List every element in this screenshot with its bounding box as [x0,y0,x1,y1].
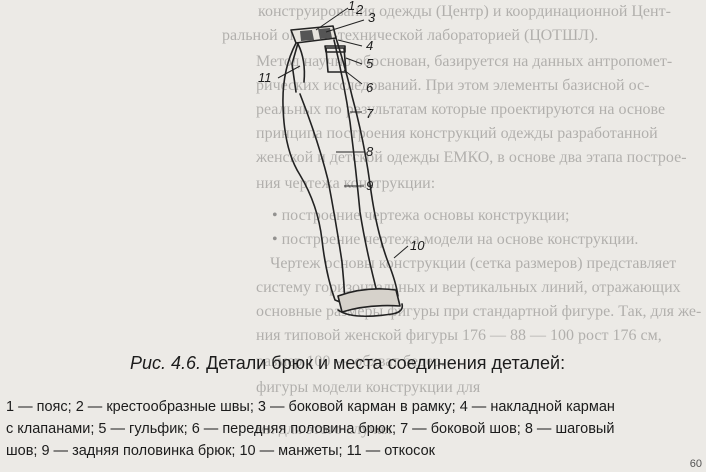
fly [297,43,306,83]
bleed-line: ния чертежа конструкции: [256,175,436,192]
back-outline [335,37,399,297]
leader-line [345,57,363,65]
shoe [337,303,404,318]
bleed-line: принципа построения конструкций одежды р… [256,125,658,142]
cuff [337,288,401,313]
callout-7: 7 [366,106,374,121]
callout-10: 10 [410,238,425,253]
bleed-line: размер 100 — обхват бедер. [256,353,446,370]
trousers-figure: 1 2 3 4 5 6 7 8 9 10 11 [258,0,425,318]
figure-legend: 1 — пояс; 2 — крестообразные швы; 3 — бо… [6,396,704,462]
waistband-shading [300,28,332,41]
bleed-line: реальных по результатам которые проектир… [256,101,666,118]
side-seam [333,39,379,297]
callout-5: 5 [366,56,374,71]
front-outline [282,42,346,305]
bleed-line: конструирования одежды (Центр) и координ… [258,3,671,20]
callout-labels: 1 2 3 4 5 6 7 8 9 10 11 [258,0,425,253]
callout-2: 2 [355,2,364,17]
page-corner-number: 60 [689,458,702,470]
bleed-bullet-text: построение чертежа модели на основе конс… [281,231,639,248]
bleed-line: Метод научно обоснован, базируется на да… [256,53,673,70]
bleed-line: • построение чертежа модели на основе ко… [272,231,639,248]
callout-6: 6 [366,80,374,95]
bleed-line: фигуры модели конструкции для [256,379,481,396]
legend-line: с клапанами; 5 — гульфик; 6 — передняя п… [6,421,615,437]
inseam [299,93,346,303]
legend-line: 1 — пояс; 2 — крестообразные швы; 3 — бо… [6,399,615,415]
bleed-line: рических исследований. При этом элементы… [256,77,650,94]
callout-1: 1 [348,0,355,13]
bleed-line: • построение чертежа основы конструкции; [272,207,570,224]
leader-line [315,7,349,31]
cross-seam [291,42,299,93]
callout-9: 9 [366,178,373,193]
bleed-line: ми для этого случая [256,421,392,438]
callout-11: 11 [258,70,272,85]
figure-label: Рис. 4.6. [130,353,202,373]
bleed-line: ния типовой женской фигуры 176 — 88 — 10… [256,327,662,344]
figure-title: Детали брюк и места соединения деталей: [206,353,566,373]
callout-8: 8 [366,144,374,159]
callout-3: 3 [368,10,376,25]
figure-caption: Рис. 4.6. Детали брюк и места соединения… [130,352,690,374]
leader-lines [277,7,409,259]
leader-line [337,39,363,47]
leader-line [277,65,301,79]
legend-line: шов; 9 — задняя половинка брюк; 10 — ман… [6,443,436,459]
pocket-flap [324,45,346,53]
callout-4: 4 [366,38,373,53]
trousers-drawing [282,25,404,318]
leader-line [343,69,363,85]
bleed-line: женской и детской одежды ЕМКО, в основе … [256,149,687,166]
leader-line [393,245,409,259]
leader-line [325,19,365,33]
bleed-bullet-text: построение чертежа основы конструкции; [281,207,570,224]
